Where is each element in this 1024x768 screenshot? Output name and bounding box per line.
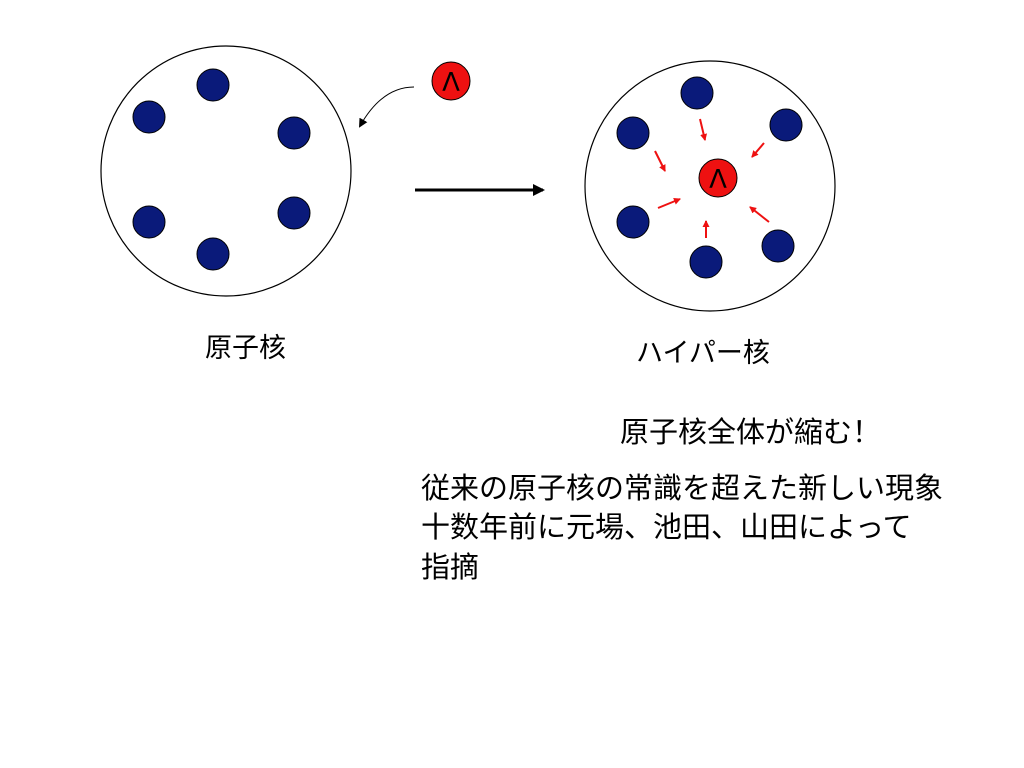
nucleon <box>616 116 650 150</box>
contraction-arrow <box>699 118 708 141</box>
description-line: 従来の原子核の常識を超えた新しい現象 <box>421 471 943 505</box>
headline: 原子核全体が縮む！ <box>620 415 881 449</box>
lambda-core-symbol: Λ <box>709 165 727 195</box>
contraction-arrow <box>654 150 666 172</box>
nucleon <box>616 205 650 239</box>
nucleus-diagram <box>100 45 352 297</box>
lambda-core-particle <box>698 158 738 198</box>
nucleon <box>769 108 803 142</box>
nucleon <box>761 229 795 263</box>
nucleon <box>689 245 723 279</box>
nucleon <box>277 196 311 230</box>
nucleus-label: 原子核 <box>205 333 286 364</box>
incoming-lambda: Λ <box>431 61 471 101</box>
contraction-arrow <box>657 198 681 209</box>
hypernucleus-diagram: Λ <box>584 60 836 312</box>
description-line: 指摘 <box>421 550 479 584</box>
nucleon <box>132 205 166 239</box>
lambda-particle <box>431 61 471 101</box>
nucleon <box>277 116 311 150</box>
nucleon <box>680 76 714 110</box>
contraction-arrow <box>751 142 765 158</box>
lambda-symbol: Λ <box>442 68 460 98</box>
hypernucleus-label: ハイパー核 <box>636 338 770 369</box>
capture-arrow <box>359 86 415 128</box>
description-line: 十数年前に元場、池田、山田によって <box>421 510 912 544</box>
nucleus-outline <box>100 45 352 297</box>
nucleon <box>196 68 230 102</box>
nucleon <box>196 237 230 271</box>
nucleon <box>132 100 166 134</box>
contraction-arrow <box>749 206 770 223</box>
